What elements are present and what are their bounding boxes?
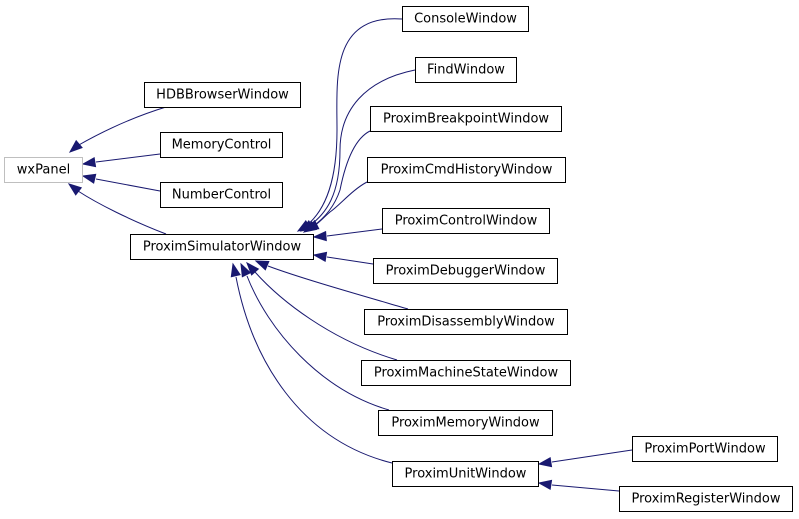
class-node-box (392, 461, 539, 487)
arrowhead-icon (246, 261, 260, 276)
class-node-console[interactable]: ConsoleWindow (402, 6, 529, 32)
class-node-simwin[interactable]: ProximSimulatorWindow (130, 234, 314, 260)
inheritance-edge-hdb-to-wxpanel (68, 106, 167, 153)
edge-line (76, 106, 167, 147)
class-node-bp[interactable]: ProximBreakpointWindow (370, 106, 562, 132)
inheritance-edge-debugger-to-simwin (312, 251, 374, 265)
class-node-label: ProximPortWindow (644, 442, 766, 457)
edge-line (305, 18, 403, 227)
edge-line (246, 275, 390, 411)
class-node-label: ProximCmdHistoryWindow (381, 163, 553, 178)
class-node-numctl[interactable]: NumberControl (160, 182, 283, 208)
arrowhead-icon (304, 219, 320, 231)
class-node-box (415, 57, 517, 83)
class-node-find[interactable]: FindWindow (415, 57, 517, 83)
edge-line (551, 449, 633, 463)
edge-line (551, 484, 620, 492)
class-node-box (160, 182, 283, 208)
arrowhead-icon (67, 183, 83, 196)
class-node-label: ProximControlWindow (395, 214, 538, 229)
class-node-port[interactable]: ProximPortWindow (632, 436, 778, 462)
inheritance-edge-control-to-simwin (312, 228, 383, 242)
edge-line (95, 153, 161, 163)
class-node-box (370, 106, 562, 132)
class-node-box (4, 157, 83, 183)
class-node-cmdhist[interactable]: ProximCmdHistoryWindow (367, 157, 566, 183)
edge-line (254, 271, 398, 361)
inheritance-edge-memwin-to-simwin (240, 262, 390, 411)
edges-layer (67, 18, 633, 492)
edge-line (326, 228, 383, 237)
edge-line (311, 130, 371, 228)
class-node-memctl[interactable]: MemoryControl (160, 132, 283, 158)
nodes-layer: wxPanel HDBBrowserWindowMemoryControlNumb… (4, 6, 793, 512)
edge-line (77, 190, 167, 235)
class-node-label: ConsoleWindow (414, 12, 517, 27)
class-node-box (378, 410, 553, 436)
class-node-unit[interactable]: ProximUnitWindow (392, 461, 539, 487)
arrowhead-icon (254, 260, 270, 271)
edge-line (267, 265, 409, 310)
inheritance-edge-unit-to-simwin (230, 262, 393, 464)
class-node-label: ProximDebuggerWindow (386, 264, 546, 279)
class-node-label: NumberControl (172, 188, 271, 203)
inheritance-edge-register-to-unit (537, 479, 620, 492)
class-node-machstate[interactable]: ProximMachineStateWindow (361, 360, 571, 386)
arrowhead-icon (230, 262, 241, 278)
class-node-debugger[interactable]: ProximDebuggerWindow (373, 258, 558, 284)
inheritance-edge-memctl-to-wxpanel (81, 153, 161, 168)
inheritance-edge-cmdhist-to-simwin (304, 181, 368, 231)
class-node-box (130, 234, 314, 260)
class-node-memwin[interactable]: ProximMemoryWindow (378, 410, 553, 436)
arrowhead-icon (537, 479, 553, 491)
edge-line (326, 256, 374, 265)
arrowhead-icon (68, 139, 83, 153)
class-node-label: ProximMachineStateWindow (374, 366, 559, 381)
class-node-label: ProximSimulatorWindow (143, 240, 302, 255)
edge-line (95, 178, 161, 192)
arrowhead-icon (240, 262, 252, 278)
edge-line (235, 276, 393, 464)
inheritance-edge-numctl-to-wxpanel (81, 173, 161, 192)
arrowhead-icon (312, 251, 328, 263)
class-node-box (361, 360, 571, 386)
class-node-wxpanel[interactable]: wxPanel (4, 157, 83, 183)
class-node-box (364, 309, 568, 335)
class-node-box (144, 82, 301, 108)
class-node-label: ProximBreakpointWindow (383, 112, 549, 127)
class-node-label: ProximDisassemblyWindow (377, 315, 555, 330)
class-node-box (367, 157, 566, 183)
class-node-box (160, 132, 283, 158)
arrowhead-icon (537, 456, 553, 468)
class-node-box (382, 208, 550, 234)
class-node-label: FindWindow (427, 63, 505, 78)
class-node-disasm[interactable]: ProximDisassemblyWindow (364, 309, 568, 335)
class-node-register[interactable]: ProximRegisterWindow (619, 486, 793, 512)
class-node-label: wxPanel (17, 163, 70, 178)
class-node-box (632, 436, 778, 462)
class-node-box (373, 258, 558, 284)
arrowhead-icon (81, 156, 97, 168)
class-node-box (619, 486, 793, 512)
inheritance-edge-port-to-unit (537, 449, 633, 468)
class-node-label: ProximUnitWindow (405, 467, 527, 482)
class-node-control[interactable]: ProximControlWindow (382, 208, 550, 234)
arrowhead-icon (81, 173, 97, 184)
class-node-label: ProximRegisterWindow (632, 492, 781, 507)
class-node-label: HDBBrowserWindow (156, 88, 289, 103)
edge-line (308, 69, 416, 227)
inheritance-edge-simwin-to-wxpanel (67, 183, 167, 235)
class-node-hdb[interactable]: HDBBrowserWindow (144, 82, 301, 108)
inheritance-edge-machstate-to-simwin (246, 261, 398, 361)
class-node-label: ProximMemoryWindow (391, 416, 540, 431)
inheritance-edge-disasm-to-simwin (254, 260, 409, 310)
class-node-label: MemoryControl (172, 138, 272, 153)
edge-line (313, 181, 368, 227)
arrowhead-icon (312, 230, 327, 242)
inheritance-edge-find-to-simwin (299, 69, 416, 232)
class-node-box (402, 6, 529, 32)
